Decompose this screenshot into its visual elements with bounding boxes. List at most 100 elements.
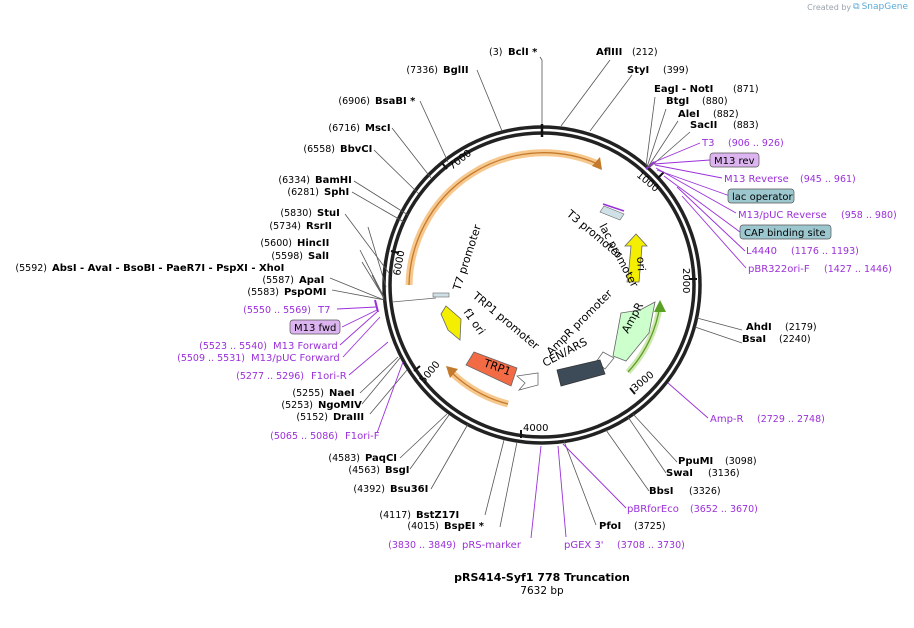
leader-hincii <box>359 249 385 298</box>
leader-prs-marker <box>530 445 542 539</box>
enz-pos-ahdi: (2179) <box>785 322 817 333</box>
plasmid-name: pRS414-Syf1 778 Truncation <box>454 571 630 584</box>
m13-fwd-badge <box>289 319 341 335</box>
leader-aflIII <box>560 59 611 127</box>
enz-pos-bstz17i: (4117) <box>379 510 411 521</box>
enz-name-swai: SwaI <box>666 468 693 479</box>
leader-alei <box>647 120 679 168</box>
enz-name-bbvci: BbvCI <box>340 144 372 155</box>
map-title-block: pRS414-Syf1 778 Truncation 7632 bp <box>0 571 914 597</box>
primer-name-prs-marker: pRS-marker <box>462 540 522 551</box>
enz-name-stui: StuI <box>317 208 340 219</box>
enz-name-ngomiv: NgoMIV <box>318 400 362 411</box>
t7-promoter-leader <box>391 297 437 303</box>
enz-pos-paqci: (4583) <box>328 453 360 464</box>
enz-name-pspomi: PspOMI <box>284 287 326 298</box>
primer-range-t7: (5550 .. 5569) <box>243 305 311 316</box>
enz-name-xhoi-group: AbsI - AvaI - BsoBI - PaeR7I - PspXI - X… <box>52 263 284 274</box>
leader-styi <box>589 74 633 132</box>
leader-msci <box>391 127 432 179</box>
enz-name-naei: NaeI <box>329 388 355 399</box>
enz-pos-sphi: (6281) <box>287 187 319 198</box>
enz-name-eagi-noti: EagI - NotI <box>654 84 713 95</box>
leader-btgi <box>646 108 667 168</box>
enz-name-bsabi: BsaBI * <box>375 96 416 107</box>
leader-pbrforeco <box>562 443 627 509</box>
lac-operator-mark <box>602 203 625 212</box>
enz-pos-draiii: (5152) <box>296 412 328 423</box>
leader-ahdi <box>696 317 743 331</box>
leader-draiii <box>369 369 408 415</box>
plasmid-length: 7632 bp <box>520 585 564 597</box>
leader-apai <box>329 277 385 301</box>
enz-pos-pfoi: (3725) <box>634 521 666 532</box>
enz-pos-ngomiv: (5253) <box>281 400 313 411</box>
ori-feature <box>624 233 648 283</box>
enz-pos-alei: (882) <box>713 109 739 120</box>
tick-mark-1000 <box>657 171 665 179</box>
leader-f1ori-f <box>376 361 404 434</box>
orf-arrowhead-top <box>592 157 602 170</box>
enz-name-bsu36i: Bsu36I <box>390 484 428 495</box>
leader-amp-r <box>667 382 709 419</box>
leader-stui <box>344 213 390 274</box>
enz-pos-bsu36i: (4392) <box>353 484 385 495</box>
leader-bbsi <box>605 429 650 492</box>
enz-name-sphi: SphI <box>324 187 349 198</box>
enz-name-bsgi: BsgI <box>385 465 409 476</box>
enz-name-bstz17i: BstZ17I <box>416 510 459 521</box>
enzyme-labels: (3) BclI * AflIII (212) StyI (399) EagI … <box>15 47 816 532</box>
enz-pos-swai: (3136) <box>708 468 740 479</box>
lac-operator-badge <box>727 188 795 204</box>
primer-name-f1ori-f: F1ori-F <box>345 431 380 442</box>
leader-bcli <box>539 56 543 124</box>
leader-bspei <box>499 441 518 528</box>
enz-pos-bcli: (3) <box>489 47 502 58</box>
leader-cap-binding-site <box>663 175 741 233</box>
enz-pos-bamhi: (6334) <box>278 175 310 186</box>
enz-name-bamhi: BamHI <box>315 175 352 186</box>
snapgene-logo-icon: ⧉ <box>853 2 860 12</box>
primer-name-pbrforeco: pBRforEco <box>627 504 679 515</box>
primer-labels-right: T3 (906 .. 926) M13 rev M13 Reverse (945… <box>388 138 897 551</box>
leader-m13-puc-forward <box>342 316 381 358</box>
enz-pos-naei: (5255) <box>292 388 324 399</box>
tick-label-2000: 2000 <box>680 268 691 293</box>
primer-range-pgex-3: (3708 .. 3730) <box>617 540 685 551</box>
leader-bstz17i <box>484 439 505 516</box>
trp1-feature <box>465 351 518 387</box>
f1-ori-feature <box>440 305 462 341</box>
primer-labels-left: (5550 .. 5569) T7 M13 fwd (5523 .. 5540)… <box>177 305 380 442</box>
tick-mark-3000 <box>629 387 636 395</box>
primer-range-t3: (906 .. 926) <box>728 138 784 149</box>
tick-label-5000: 5000 <box>418 359 443 386</box>
enz-name-styi: StyI <box>627 65 649 76</box>
primer-range-m13-forward: (5523 .. 5540) <box>199 341 267 352</box>
primer-name-m13-fwd: M13 fwd <box>294 323 336 334</box>
leader-sali <box>361 261 385 299</box>
primer-range-m13-puc-forward: (5509 .. 5531) <box>177 353 245 364</box>
leader-lac-operator <box>656 169 731 197</box>
lac-promoter-mark <box>599 205 625 221</box>
leader-bbvci <box>373 149 420 195</box>
leader-t3 <box>651 142 701 164</box>
orf-arrowhead-bottom <box>446 366 458 378</box>
enz-name-apai: ApaI <box>299 275 324 286</box>
enz-pos-bbsi: (3326) <box>689 486 721 497</box>
primer-name-t7: T7 <box>317 305 330 316</box>
orf-arc-top-left-line <box>408 152 599 286</box>
leader-eagi-noti <box>645 96 656 167</box>
enz-pos-xhoi-group: (5592) <box>15 263 47 274</box>
enz-pos-bsai: (2240) <box>779 334 811 345</box>
enz-pos-bspei: (4015) <box>407 521 439 532</box>
leader-m13-rev <box>653 159 711 165</box>
primer-name-l4440: L4440 <box>746 246 777 257</box>
enzyme-leader-lines <box>329 56 743 528</box>
tick-mark-5000 <box>413 365 421 372</box>
enz-name-ppumi: PpuMI <box>678 456 713 467</box>
feature-name-lac-operator: lac operator <box>732 192 793 203</box>
primer-range-m13-reverse: (945 .. 961) <box>800 174 856 185</box>
leader-bsu36i <box>430 423 469 490</box>
